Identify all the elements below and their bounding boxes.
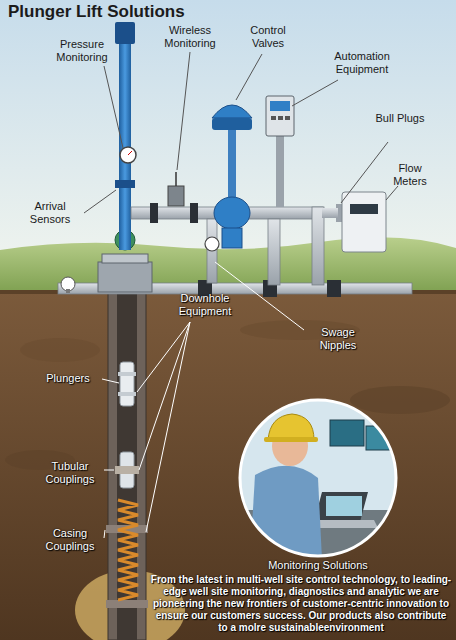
soil-part [20, 338, 100, 362]
plunger-part [115, 466, 139, 474]
callout-label: Flow Meters [385, 162, 435, 188]
leader-lines-part [104, 66, 123, 148]
lubricator-part [115, 180, 135, 188]
pipes-part [150, 203, 158, 223]
casing-part [108, 288, 146, 640]
leader-lines-part [146, 322, 190, 532]
diagram-title: Plunger Lift Solutions [8, 2, 185, 22]
callout-label: Arrival Sensors [20, 200, 80, 226]
leader-lines-part [177, 52, 190, 170]
pipes-part [322, 208, 338, 218]
automation-equipment-part [266, 96, 294, 136]
monitoring-scene-part [268, 414, 314, 440]
lubricator-part [115, 22, 135, 44]
flow-meter [342, 192, 386, 252]
spring-part [118, 500, 138, 600]
monitoring-scene [240, 400, 400, 560]
leader-lines-part [104, 530, 105, 538]
soil-part [350, 386, 450, 414]
flow-line-part [66, 289, 70, 293]
wellhead-part [98, 262, 152, 292]
plunger-part [118, 372, 136, 376]
automation-equipment-part [278, 116, 283, 120]
leader-lines-part [341, 142, 388, 203]
plunger [115, 362, 139, 488]
monitoring-scene-part [264, 437, 318, 442]
leader-lines-part [236, 54, 262, 100]
casing-part [106, 600, 148, 608]
lubricator-part [120, 147, 136, 163]
leader-lines-part [104, 470, 114, 471]
lubricator-part [119, 40, 131, 250]
flow-meter-part [342, 192, 386, 252]
plunger-part [120, 362, 134, 406]
control-valve-part [212, 105, 252, 118]
callout-label: Plungers [37, 372, 99, 385]
monitoring-circle-outline-part [240, 400, 396, 556]
leader-lines-part [102, 379, 119, 383]
pipes-part [312, 207, 324, 285]
soil-part [0, 292, 456, 640]
wireless-sensor [168, 172, 184, 206]
control-valve-part [222, 228, 242, 248]
automation-equipment-part [271, 116, 276, 120]
control-valve-part [214, 197, 250, 229]
leader-lines-part [386, 186, 398, 200]
lubricator-part [128, 151, 132, 155]
pipes-part [190, 203, 198, 223]
wireless-sensor-part [175, 172, 177, 186]
plunger-part [118, 392, 136, 396]
casing-part [117, 288, 137, 640]
control-valve-part [212, 118, 252, 130]
leader-lines [84, 52, 398, 538]
callout-label: Downhole Equipment [170, 292, 240, 318]
soil [0, 290, 456, 640]
callout-label: Pressure Monitoring [49, 38, 115, 64]
leader-lines-part [139, 322, 190, 470]
pipes-part [205, 237, 219, 251]
monitoring-scene-part [314, 492, 368, 522]
monitoring-scene-part [250, 466, 322, 560]
leader-lines-part [137, 322, 190, 392]
monitoring-scene-part [330, 420, 364, 446]
monitoring-scene-part [240, 400, 400, 560]
sky [0, 0, 456, 260]
callout-label: Casing Couplings [38, 527, 102, 553]
monitoring-scene-part [326, 496, 362, 516]
automation-equipment-part [276, 135, 284, 207]
casing [106, 288, 148, 640]
control-valve-part [228, 130, 236, 200]
flow-meter-part [350, 204, 378, 214]
leader-lines-part [84, 190, 116, 213]
wellhead-part [102, 254, 148, 263]
sky-part [0, 0, 456, 260]
flow-line-part [327, 280, 341, 297]
automation-equipment-part [285, 116, 290, 120]
callout-label: Wireless Monitoring [155, 24, 225, 50]
callout-label: Control Valves [240, 24, 296, 50]
automation-equipment-part [270, 101, 290, 111]
callout-label: Bull Plugs [375, 112, 425, 125]
control-valve [212, 105, 252, 248]
leader-lines-part [292, 80, 338, 106]
callout-label: Automation Equipment [322, 50, 402, 76]
callout-label: Tubular Couplings [38, 460, 102, 486]
wireless-sensor-part [168, 186, 184, 206]
callout-label: Swage Nipples [308, 326, 368, 352]
pipes-part [268, 219, 280, 285]
spring [118, 500, 138, 600]
caption-text: From the latest in multi-well site contr… [150, 574, 452, 634]
automation-equipment [266, 96, 294, 207]
callout-label: Monitoring Solutions [238, 559, 398, 572]
flow-line-part [61, 277, 75, 291]
monitoring-circle-outline [240, 400, 396, 556]
